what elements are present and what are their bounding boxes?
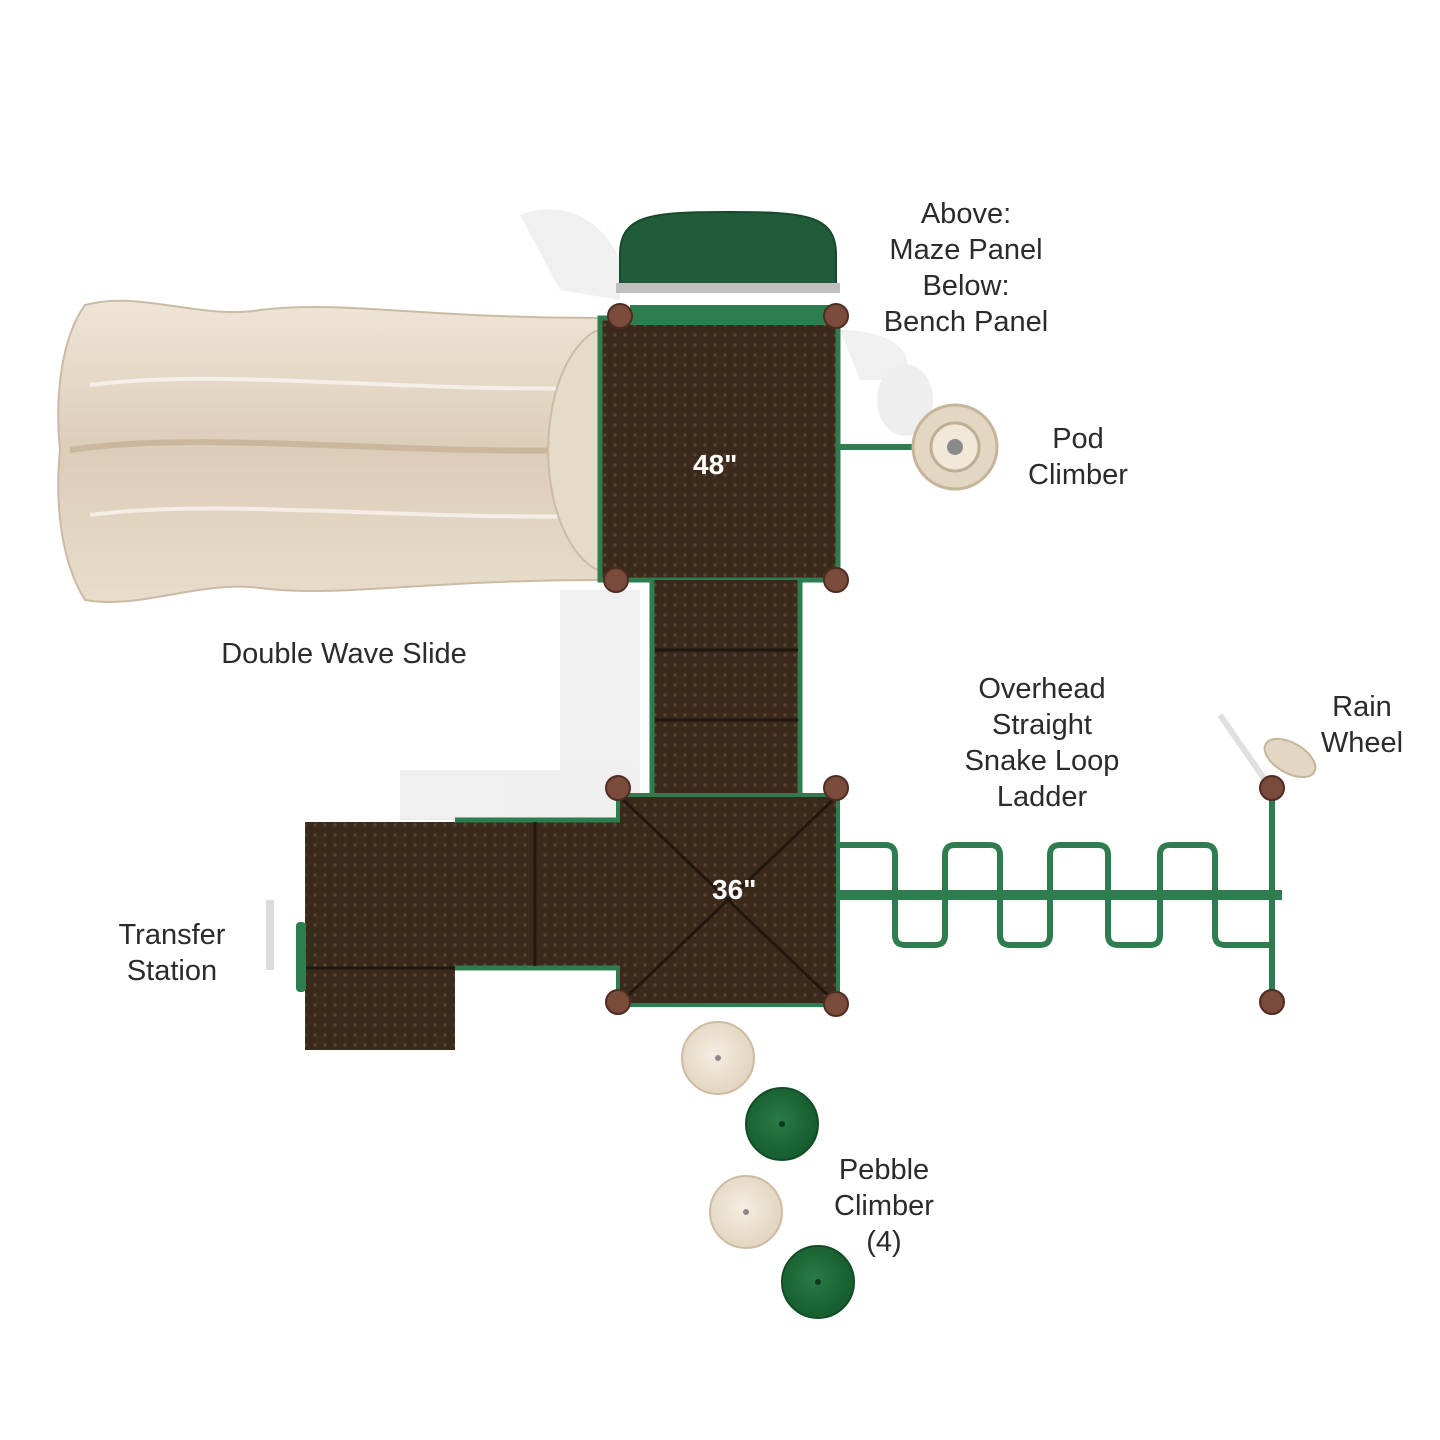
post-cap-icon [607, 303, 633, 329]
maze-panel-roof [616, 210, 840, 325]
post-cap-icon [603, 567, 629, 593]
post-cap-icon [823, 567, 849, 593]
maze-panel-label: Above: Maze Panel Below: Bench Panel [883, 198, 1049, 338]
post-cap-icon [1259, 775, 1285, 801]
rain-wheel [1217, 713, 1317, 792]
pebble-climbers [681, 1021, 855, 1319]
post-cap-icon [823, 775, 849, 801]
post-cap-icon [1259, 989, 1285, 1015]
overhead-ladder [838, 790, 1282, 1000]
transfer-station-label: Transfer Station [118, 919, 226, 987]
rain-wheel-icon [1263, 737, 1317, 779]
post-caps [603, 303, 1285, 1017]
double-wave-slide [57, 299, 601, 604]
double-wave-slide-label: Double Wave Slide [221, 638, 467, 670]
lower-deck [616, 793, 840, 1007]
rain-wheel-label: Rain Wheel [1320, 691, 1404, 759]
ground-shadows [400, 209, 908, 820]
stair-section [649, 580, 803, 795]
pod-climber [838, 364, 999, 491]
post-cap-icon [823, 303, 849, 329]
lower-deck-height-label: 36" [712, 874, 757, 905]
post-cap-icon [823, 991, 849, 1017]
pod-climber-label: Pod Climber [1028, 423, 1128, 491]
post-cap-icon [605, 989, 631, 1015]
upper-deck-height-label: 48" [693, 449, 738, 480]
overhead-ladder-label: Overhead Straight Snake Loop Ladder [964, 673, 1120, 813]
post-cap-icon [605, 775, 631, 801]
pebble-climber-label: Pebble Climber (4) [834, 1154, 934, 1258]
transfer-platform [266, 817, 620, 1050]
